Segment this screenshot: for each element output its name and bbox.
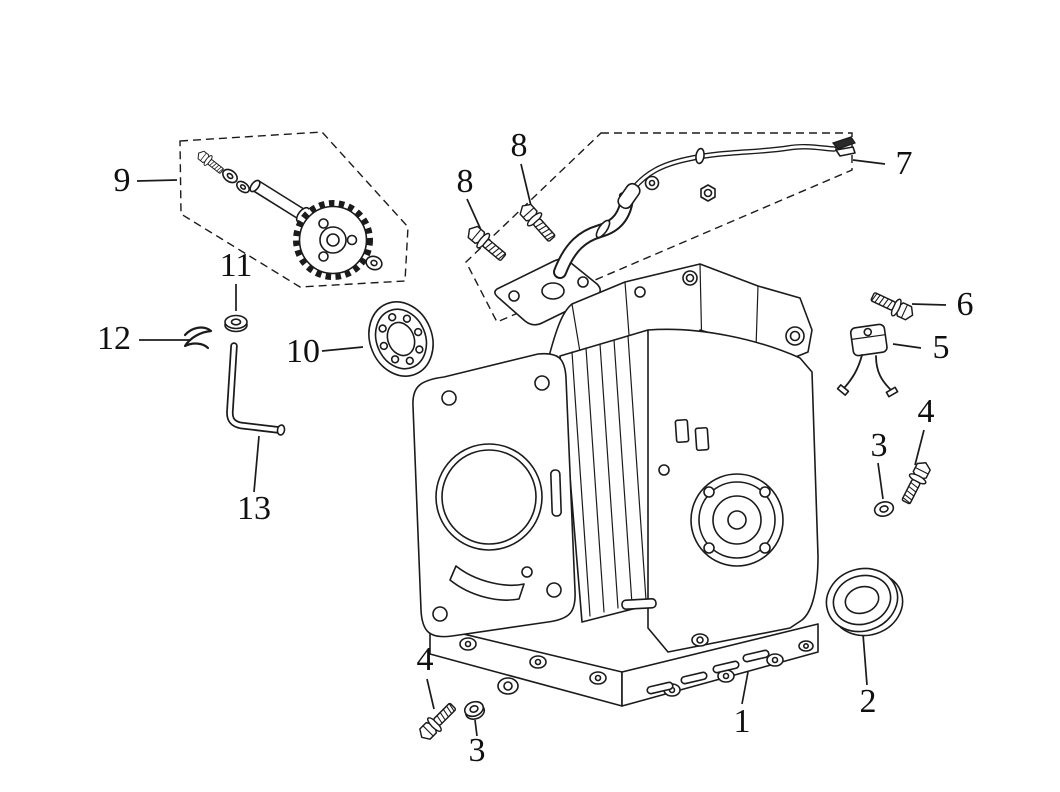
callout-9: 9 bbox=[113, 162, 131, 199]
ball-bearing bbox=[368, 301, 434, 377]
leader-5 bbox=[892, 343, 922, 349]
callout-8-upper: 8 bbox=[510, 127, 528, 164]
leader-8-left bbox=[466, 198, 482, 231]
callout-4-right: 4 bbox=[917, 393, 935, 430]
washer-11 bbox=[224, 314, 248, 333]
callout-5: 5 bbox=[932, 329, 950, 366]
oil-seal bbox=[825, 567, 904, 637]
callout-13: 13 bbox=[237, 490, 271, 527]
callout-3-right: 3 bbox=[870, 427, 888, 464]
leader-13 bbox=[253, 435, 260, 493]
callout-4-bottom: 4 bbox=[416, 641, 434, 678]
leader-3-right bbox=[877, 462, 884, 500]
spade-terminal bbox=[831, 136, 856, 150]
callout-3-bottom: 3 bbox=[468, 732, 486, 769]
bolt-8-right bbox=[515, 199, 560, 246]
fasteners bbox=[414, 199, 935, 745]
bolt-6 bbox=[868, 287, 918, 325]
leader-8-right bbox=[520, 163, 533, 211]
oil-level-switch bbox=[836, 323, 899, 398]
callout-6: 6 bbox=[956, 286, 974, 323]
camshaft-assembly bbox=[194, 147, 383, 280]
callout-11: 11 bbox=[219, 247, 253, 284]
callout-7: 7 bbox=[895, 145, 913, 182]
bolt-4-bottom bbox=[414, 699, 460, 745]
callout-2: 2 bbox=[859, 683, 877, 720]
callout-1: 1 bbox=[733, 703, 751, 740]
engine-crankcase bbox=[412, 263, 819, 707]
bolt-4-right bbox=[897, 457, 935, 507]
leader-1 bbox=[741, 671, 749, 705]
leader-2 bbox=[862, 633, 868, 686]
callout-8-lower: 8 bbox=[456, 163, 474, 200]
leader-lines bbox=[136, 159, 947, 737]
cable-assembly bbox=[617, 136, 856, 210]
cable-eyelet bbox=[644, 175, 660, 191]
leader-3-bottom bbox=[474, 719, 478, 737]
cotter-pin bbox=[183, 326, 213, 350]
leader-6 bbox=[911, 303, 947, 306]
callout-10: 10 bbox=[286, 333, 320, 370]
leader-4-right bbox=[914, 429, 925, 466]
washer-3-bottom bbox=[463, 700, 486, 720]
callout-12: 12 bbox=[97, 320, 131, 357]
leader-9 bbox=[136, 179, 178, 182]
cable-nut bbox=[700, 184, 716, 202]
leader-10 bbox=[321, 346, 364, 352]
leader-7 bbox=[852, 159, 886, 165]
bent-rod bbox=[226, 342, 286, 436]
leader-4-bottom bbox=[426, 678, 435, 710]
nut-3-right bbox=[873, 501, 895, 517]
